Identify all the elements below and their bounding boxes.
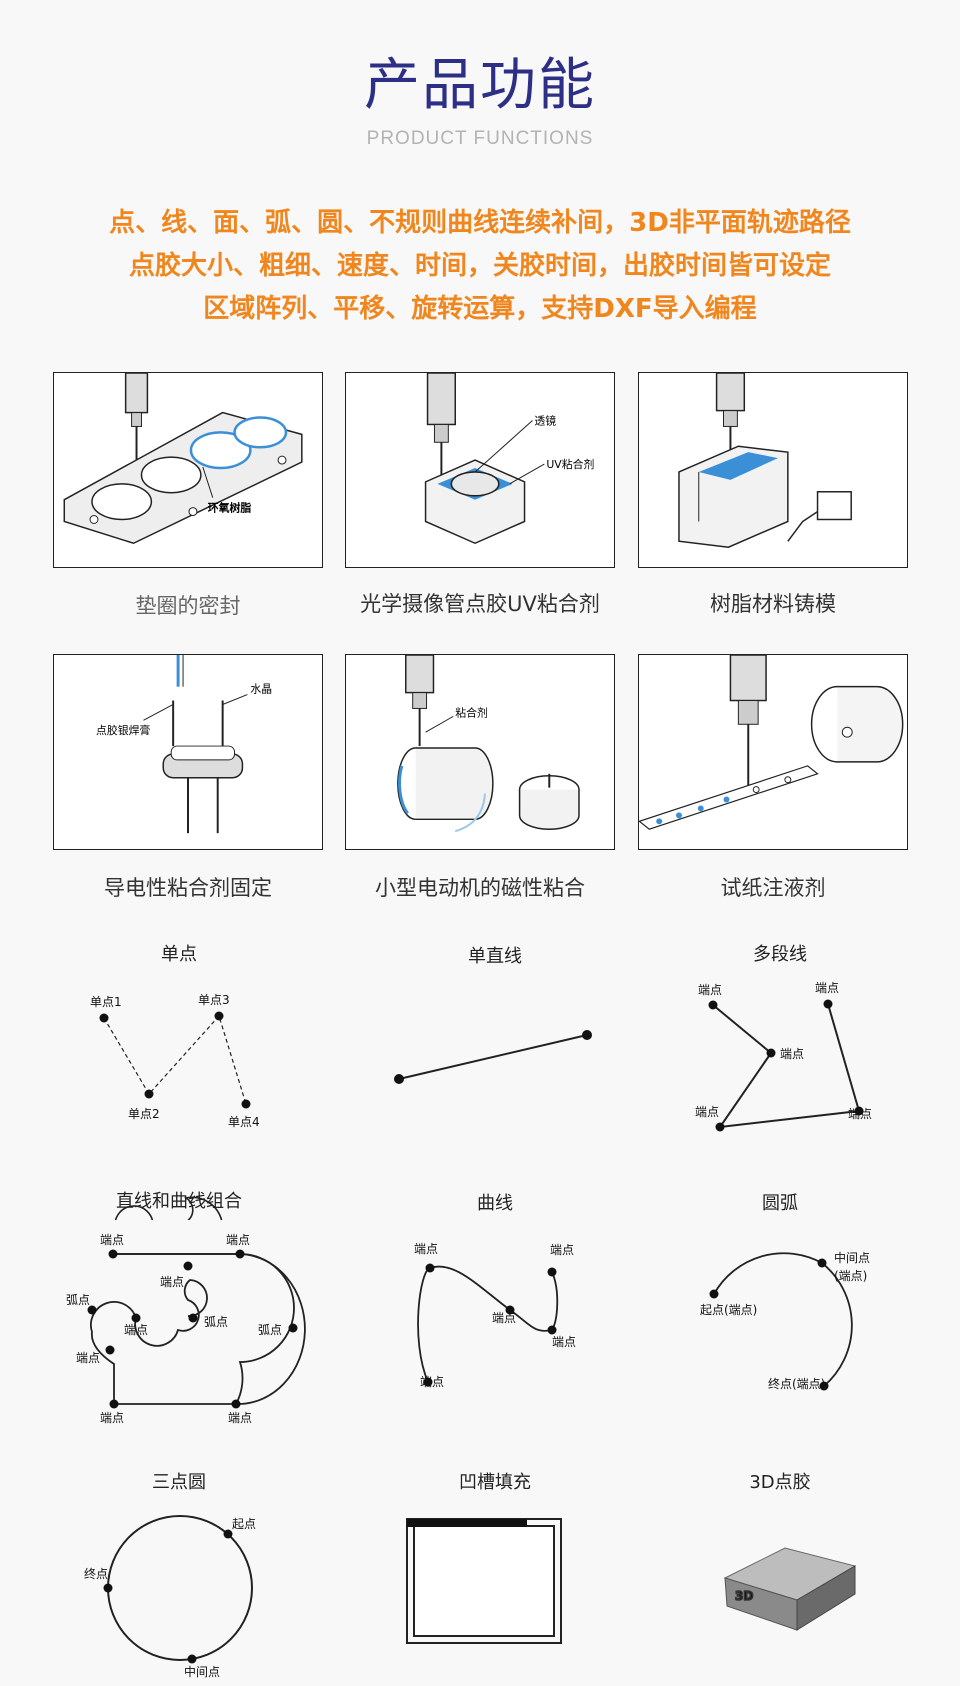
point-4 <box>241 1099 251 1109</box>
point-1 <box>99 1013 109 1023</box>
line-curve-label-8: 端点 <box>76 1351 100 1365</box>
polyline-label-3: 端点 <box>780 1047 804 1061</box>
line-curve-label-3: 端点 <box>160 1275 184 1289</box>
feature-line-1: 点、线、面、弧、圆、不规则曲线连续补间，3D非平面轨迹路径 <box>109 208 851 238</box>
polyline-label-1: 端点 <box>698 983 722 997</box>
line-curve-label-4: 弧点 <box>66 1293 90 1307</box>
arc-label-start: 起点(端点) <box>700 1303 757 1317</box>
app-card-motor: 粘合剂 <box>345 654 615 850</box>
app-caption-motor: 小型电动机的磁性粘合 <box>375 876 585 900</box>
arc-label-mid: 中间点 <box>834 1250 870 1265</box>
gasket-label: 环氧树脂 <box>208 501 252 515</box>
diagram-title-3d-dispense: 3D点胶 <box>749 1472 811 1493</box>
arc-label-mid-end: (端点) <box>834 1269 867 1283</box>
page-subtitle: PRODUCT FUNCTIONS <box>366 128 594 149</box>
line-curve-label-1: 端点 <box>100 1233 124 1247</box>
curve-label-5: 端点 <box>420 1375 444 1389</box>
curve-label-1: 端点 <box>414 1242 438 1256</box>
single-point-label-2: 单点2 <box>128 1107 160 1121</box>
diagram-title-groove-fill: 凹槽填充 <box>459 1472 531 1493</box>
single-point-label-4: 单点4 <box>228 1115 260 1129</box>
circle-label-start: 起点 <box>232 1517 256 1531</box>
conductive-illustration: 点胶银焊膏 水晶 <box>96 655 272 834</box>
curve-label-2: 端点 <box>550 1243 574 1257</box>
app-card-optical: 透镜 UV粘合剂 <box>345 372 615 568</box>
lens-label: 透镜 <box>534 413 556 427</box>
line-curve-label-9: 端点 <box>100 1411 124 1425</box>
line-curve-label-6: 端点 <box>124 1323 148 1337</box>
app-caption-resin: 树脂材料铸模 <box>710 592 836 616</box>
arc-diagram: 中间点 (端点) 起点(端点) 终点(端点) <box>700 1250 870 1391</box>
silver-paste-label: 点胶银焊膏 <box>96 723 150 737</box>
polyline-label-4: 端点 <box>695 1105 719 1119</box>
app-card-conductive: 点胶银焊膏 水晶 <box>53 654 323 850</box>
uv-label: UV粘合剂 <box>546 457 594 471</box>
curve-label-4: 端点 <box>552 1335 576 1349</box>
diagram-title-arc: 圆弧 <box>762 1193 798 1214</box>
polyline-label-2: 端点 <box>815 981 839 995</box>
line-curve-shape: 端点 端点 端点 弧点 弧点 端点 弧点 端点 端点 端点 <box>40 1220 320 1435</box>
strip-illustration <box>639 655 904 830</box>
3d-dispense-icon: 3D <box>723 1547 857 1631</box>
diagram-title-curve: 曲线 <box>477 1193 513 1214</box>
gasket-illustration: 环氧树脂 <box>63 373 303 545</box>
app-card-resin <box>638 372 908 568</box>
polyline-label-5: 端点 <box>848 1107 872 1121</box>
single-point-diagram: 单点1 单点3 单点2 单点4 <box>90 993 260 1129</box>
page-title: 产品功能 <box>364 53 596 118</box>
three-point-circle-diagram: 起点 终点 中间点 <box>84 1515 256 1679</box>
single-point-label-1: 单点1 <box>90 995 122 1009</box>
app-caption-optical: 光学摄像管点胶UV粘合剂 <box>360 592 600 616</box>
diagram-title-polyline: 多段线 <box>753 944 807 965</box>
curve-label-3: 端点 <box>492 1311 516 1325</box>
3d-badge-text: 3D <box>735 1589 753 1603</box>
circle-label-end: 终点 <box>84 1566 108 1581</box>
motor-illustration: 粘合剂 <box>397 655 580 833</box>
app-caption-strip: 试纸注液剂 <box>720 876 826 900</box>
app-card-gasket: 环氧树脂 <box>53 372 323 568</box>
polyline-diagram: 端点 端点 端点 端点 端点 <box>695 981 872 1132</box>
feature-line-3: 区域阵列、平移、旋转运算，支持DXF导入编程 <box>203 294 757 324</box>
optical-illustration: 透镜 UV粘合剂 <box>424 373 594 545</box>
diagram-title-single-line: 单直线 <box>468 946 522 967</box>
diagram-title-three-point-circle: 三点圆 <box>152 1472 206 1493</box>
circle-label-mid: 中间点 <box>184 1664 220 1679</box>
line-curve-label-10: 端点 <box>228 1411 252 1425</box>
adhesive-label: 粘合剂 <box>455 705 488 719</box>
line-curve-label-7: 弧点 <box>258 1323 282 1337</box>
curve-diagram: 端点 端点 端点 端点 端点 <box>414 1242 576 1389</box>
crystal-label: 水晶 <box>250 683 272 696</box>
single-point-label-3: 单点3 <box>198 993 230 1007</box>
app-caption-conductive: 导电性粘合剂固定 <box>104 876 272 900</box>
single-line-diagram <box>394 1030 592 1084</box>
resin-illustration <box>678 373 852 548</box>
line-curve-label-5: 弧点 <box>204 1315 228 1329</box>
groove-fill-diagram <box>406 1518 562 1644</box>
arc-label-end: 终点(端点) <box>768 1376 825 1391</box>
diagram-title-single-point: 单点 <box>161 944 197 965</box>
app-caption-gasket: 垫圈的密封 <box>135 594 241 618</box>
point-3 <box>214 1011 224 1021</box>
diagram-title-line-curve: 直线和曲线组合 <box>116 1191 242 1212</box>
app-card-strip <box>638 654 908 850</box>
point-2 <box>144 1089 154 1099</box>
line-curve-label-2: 端点 <box>226 1233 250 1247</box>
feature-line-2: 点胶大小、粗细、速度、时间，关胶时间，出胶时间皆可设定 <box>128 251 831 281</box>
